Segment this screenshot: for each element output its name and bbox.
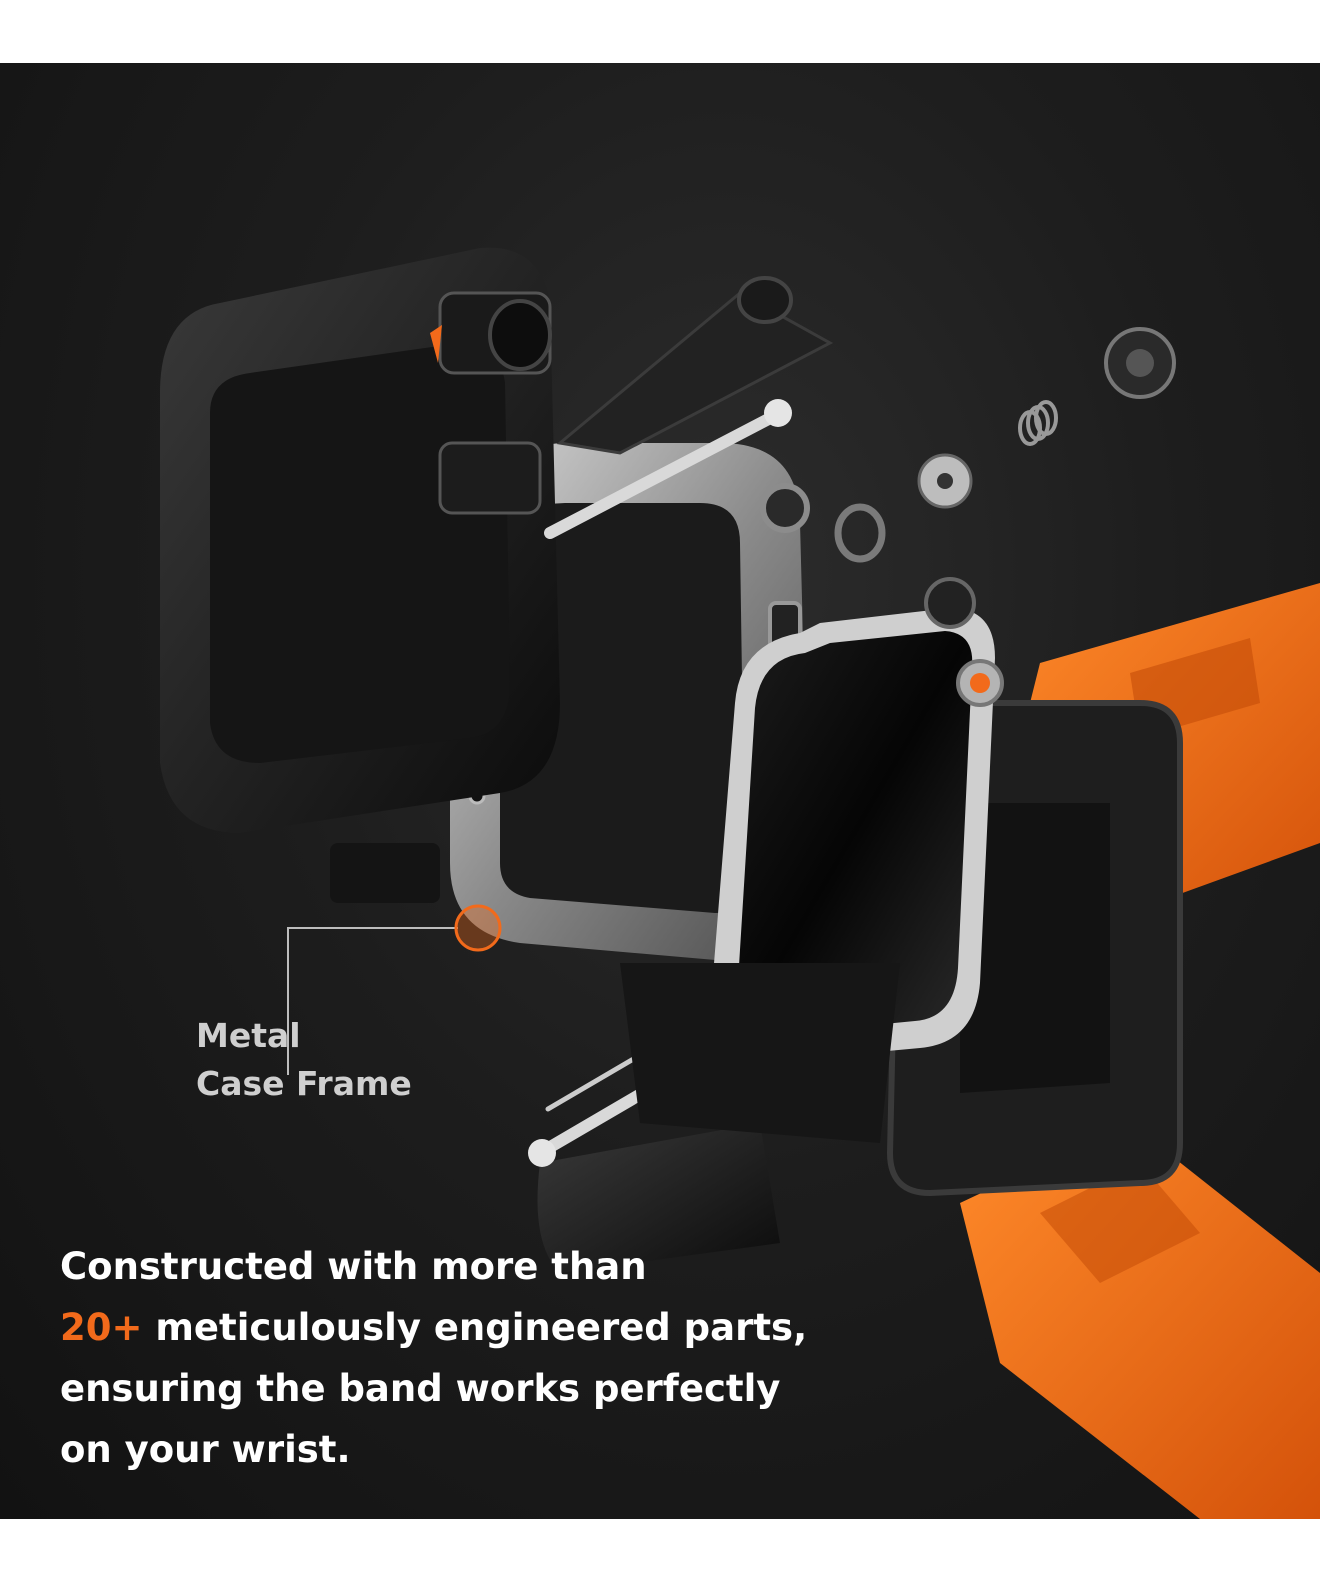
callout-leader [287,927,458,1075]
product-hero-panel: Metal Case Frame Constructed with more t… [0,63,1320,1519]
caption-line-2: 20+ meticulously engineered parts, [60,1297,860,1358]
orange-strap-lower [960,1123,1320,1519]
parts-count-highlight: 20+ [60,1306,143,1349]
callout-label: Metal Case Frame [196,1012,412,1108]
callout-marker [454,904,502,952]
black-bumper-case [160,247,560,903]
caption-line-4: on your wrist. [60,1428,351,1471]
rear-plate [537,1123,780,1273]
crown-assembly-parts [834,327,1176,629]
top-lug-bar [556,276,834,455]
callout-line-1: Metal [196,1016,301,1055]
caption-line-1: Constructed with more than [60,1245,647,1288]
caption-line-3: ensuring the band works perfectly [60,1367,781,1410]
callout-line-2: Case Frame [196,1064,412,1103]
watch-body [710,608,1004,1063]
caption-line-2-rest: meticulously engineered parts, [142,1306,808,1349]
feature-caption: Constructed with more than 20+ meticulou… [60,1236,860,1480]
exploded-watch-case-illustration [160,247,1320,1519]
lower-lug-bar [620,963,900,1143]
